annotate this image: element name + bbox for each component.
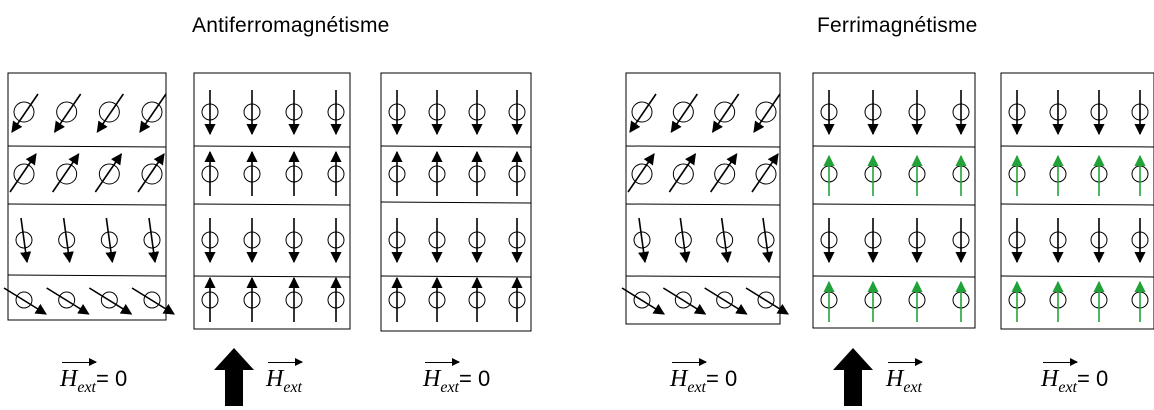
field-label-applied: Hext [266, 358, 303, 396]
spin-arrow [20, 217, 32, 264]
layer-divider [380, 275, 532, 278]
spin-arrow [621, 287, 665, 315]
spin-arrow [94, 153, 122, 193]
spin-arrow [139, 93, 167, 133]
spin-circle [716, 231, 734, 249]
spin-circle [716, 291, 734, 309]
field-label-zero: Hext= 0 [423, 358, 491, 396]
spin-arrow [88, 287, 133, 315]
spin-circle [58, 291, 76, 309]
spin-circle [672, 101, 694, 123]
spin-circle [141, 163, 163, 185]
spin-arrow [762, 217, 774, 264]
spin-circle [755, 163, 777, 185]
field-label-zero: Hext= 0 [60, 358, 128, 396]
spin-arrow [54, 93, 82, 133]
layer-divider [1000, 203, 1154, 206]
layer-divider [625, 145, 781, 148]
spin-circle [631, 101, 653, 123]
layer-divider [193, 145, 351, 148]
field-up-arrow-icon [833, 348, 873, 406]
field-label-zero: Hext= 0 [670, 358, 738, 396]
spin-circle [141, 101, 163, 123]
layer-divider [1000, 145, 1154, 148]
spin-arrow [704, 287, 748, 315]
field-label-zero: Hext= 0 [1041, 358, 1109, 396]
layer-divider [1000, 275, 1154, 278]
layer-divider [7, 274, 167, 277]
spin-arrow [11, 93, 39, 133]
spin-arrow [105, 217, 117, 264]
layer-divider [812, 145, 976, 148]
antiferromagnetism-title: Antiferromagnétisme [192, 14, 390, 37]
layer-divider [193, 275, 351, 278]
layer-divider [812, 275, 976, 278]
layer-divider [380, 201, 532, 204]
spin-circle [633, 231, 651, 249]
spin-circle [672, 163, 694, 185]
spin-circle [757, 231, 775, 249]
spin-circle [633, 291, 651, 309]
spin-arrow [62, 217, 74, 264]
panel-box [812, 72, 976, 329]
spin-arrow [751, 153, 779, 193]
spin-circle [56, 101, 78, 123]
field-label-applied: Hext [886, 358, 923, 396]
panel-box [7, 72, 167, 321]
spin-arrow [627, 153, 655, 193]
spin-circle [100, 231, 118, 249]
spin-arrow [46, 287, 90, 315]
spin-arrow [629, 93, 657, 133]
spin-circle [15, 291, 33, 309]
spin-arrow [3, 287, 47, 315]
spin-arrow [712, 93, 740, 133]
panel-box [1000, 72, 1154, 330]
spin-circle [98, 101, 120, 123]
spin-circle [143, 291, 161, 309]
ferrimagnetism-title: Ferrimagnétisme [817, 14, 978, 37]
spin-arrow [679, 217, 691, 264]
spin-circle [714, 101, 736, 123]
spin-arrow [131, 287, 175, 315]
layer-divider [193, 203, 351, 206]
spin-circle [58, 231, 76, 249]
spin-circle [13, 101, 35, 123]
spin-circle [13, 163, 35, 185]
spin-circle [755, 101, 777, 123]
layer-divider [7, 145, 167, 148]
spin-arrow [638, 217, 650, 264]
spin-circle [56, 163, 78, 185]
spin-circle [674, 291, 692, 309]
layer-divider [812, 203, 976, 206]
spin-circle [15, 231, 33, 249]
layer-divider [625, 275, 781, 278]
spin-arrow [745, 287, 789, 315]
spin-arrow [96, 93, 124, 133]
field-up-arrow-icon [214, 348, 254, 406]
spin-circle [714, 163, 736, 185]
spin-circle [631, 163, 653, 185]
spin-arrow [52, 153, 80, 193]
spin-arrow [710, 153, 738, 193]
spin-circle [100, 291, 118, 309]
panel-box [193, 72, 351, 330]
spin-arrow [148, 217, 160, 264]
layer-divider [7, 203, 167, 206]
spin-circle [757, 291, 775, 309]
layer-divider [625, 203, 781, 206]
spin-circle [143, 231, 161, 249]
spin-arrow [720, 217, 732, 264]
spin-arrow [137, 153, 165, 193]
panel-box [625, 72, 781, 325]
spin-arrow [662, 287, 707, 315]
spin-arrow [9, 153, 37, 193]
layer-divider [380, 145, 532, 148]
spin-circle [674, 231, 692, 249]
spin-arrow [668, 153, 696, 193]
spin-arrow [670, 93, 698, 133]
spin-arrow [753, 93, 781, 133]
spin-circle [98, 163, 120, 185]
